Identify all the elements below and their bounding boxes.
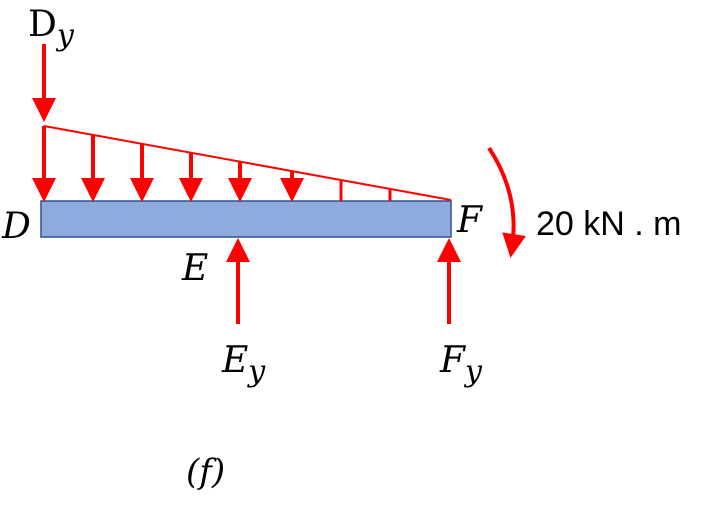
ey-label: Ey [221, 340, 266, 389]
ey-label-main: E [221, 340, 248, 381]
dy-label-main: D [28, 4, 57, 45]
dy-label-sub: y [55, 18, 75, 53]
fy-label-sub: y [463, 354, 483, 389]
moment-label: 20 kN . m [536, 205, 681, 243]
point-f-label: F [456, 200, 484, 241]
point-d-label: D [1, 206, 31, 247]
distributed-load-envelope [43, 125, 452, 201]
moment-arrow [487, 146, 526, 258]
ey-label-sub: y [246, 354, 266, 389]
beam [40, 200, 452, 238]
distributed-load-arrows [32, 126, 392, 202]
figure-caption: (f) [186, 452, 225, 492]
point-e-label: E [181, 248, 208, 289]
fy-label: Fy [439, 340, 483, 389]
fy-label-main: F [439, 340, 467, 381]
dy-label: Dy [28, 4, 75, 53]
